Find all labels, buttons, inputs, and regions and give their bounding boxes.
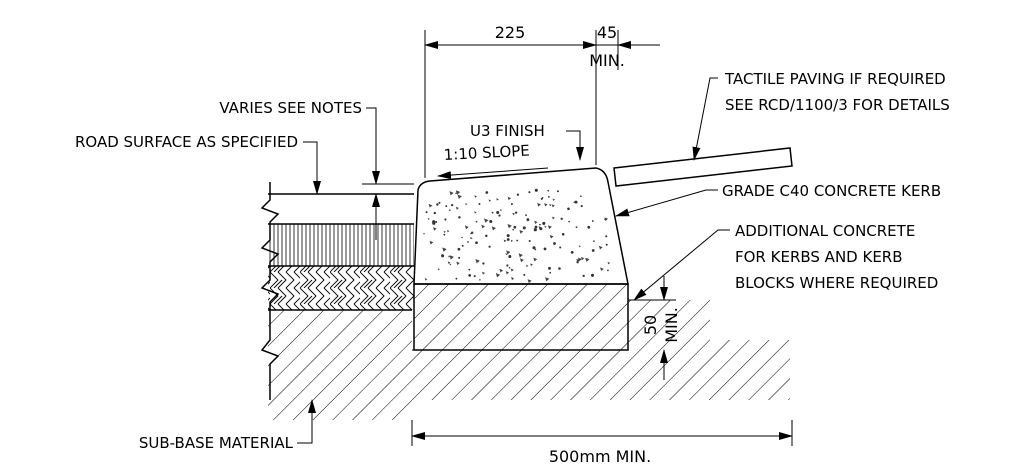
varies-label: VARIES SEE NOTES — [219, 99, 362, 117]
annotation-finish: U3 FINISH — [470, 122, 584, 161]
kerb-width-label: 225 — [495, 23, 526, 42]
additional-label-line3: BLOCKS WHERE REQUIRED — [735, 274, 938, 292]
concrete-kerb — [413, 167, 629, 285]
annotation-slope: 1:10 SLOPE — [437, 142, 549, 180]
kerb-bedding — [413, 283, 629, 351]
annotation-road-surface: ROAD SURFACE AS SPECIFIED — [75, 133, 321, 195]
slope-label: 1:10 SLOPE — [443, 142, 530, 164]
sub-base-label: SUB-BASE MATERIAL — [139, 434, 294, 452]
tactile-paving — [613, 147, 793, 187]
annotation-kerb-grade: GRADE C40 CONCRETE KERB — [615, 182, 941, 217]
offset-note-label: MIN. — [589, 51, 625, 70]
finish-label: U3 FINISH — [470, 122, 545, 140]
annotation-tactile: TACTILE PAVING IF REQUIRED SEE RCD/1100/… — [692, 70, 950, 161]
overall-width-label: 500mm MIN. — [549, 447, 651, 466]
additional-label-line2: FOR KERBS AND KERB — [735, 248, 903, 266]
dimension-overall-width: 500mm MIN. — [411, 420, 793, 466]
dimension-kerb-width: 225 — [424, 23, 597, 178]
dimension-offset: 45 MIN. — [589, 23, 660, 70]
additional-label-line1: ADDITIONAL CONCRETE — [735, 222, 915, 240]
kerb-grade-label: GRADE C40 CONCRETE KERB — [722, 182, 941, 200]
offset-value-label: 45 — [597, 23, 617, 42]
road-surface-label: ROAD SURFACE AS SPECIFIED — [75, 133, 298, 151]
bed-note-label: MIN. — [662, 307, 681, 343]
annotation-varies: VARIES SEE NOTES — [219, 99, 362, 117]
tactile-label-line1: TACTILE PAVING IF REQUIRED — [724, 70, 946, 88]
annotation-additional-concrete: ADDITIONAL CONCRETE FOR KERBS AND KERB B… — [633, 222, 938, 301]
concrete-speckles — [423, 188, 611, 284]
bed-value-label: 50 — [641, 315, 660, 335]
dimension-varies — [362, 107, 414, 240]
road-build-up — [260, 182, 414, 400]
tactile-label-line2: SEE RCD/1100/3 FOR DETAILS — [725, 96, 950, 114]
annotation-sub-base: SUB-BASE MATERIAL — [139, 399, 316, 452]
